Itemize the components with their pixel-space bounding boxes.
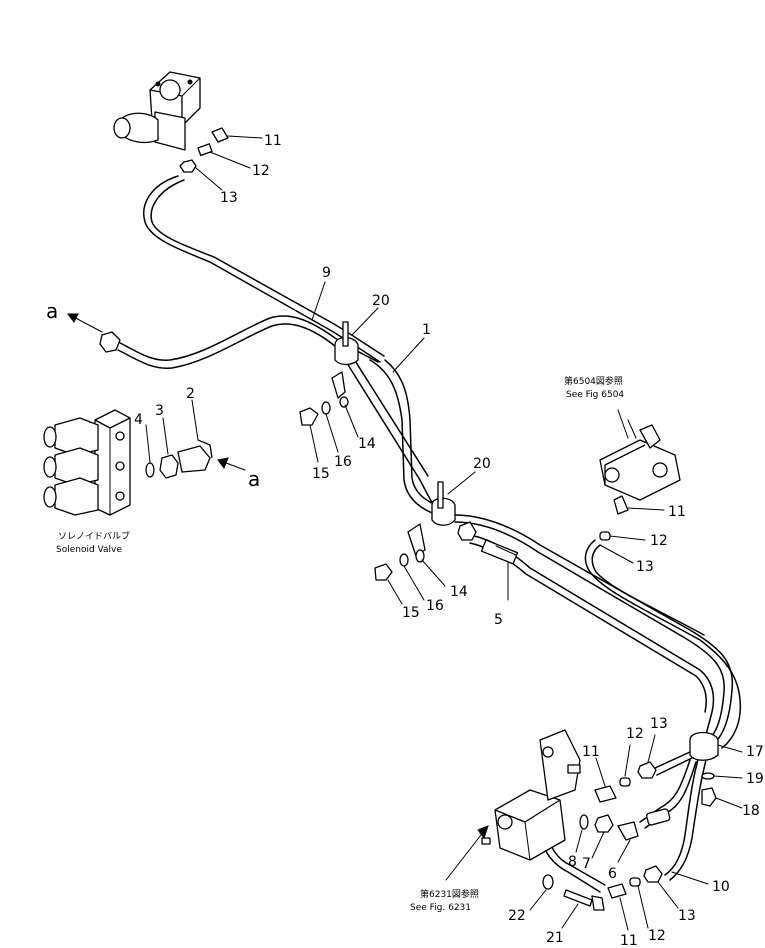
nut-lower-mid: [457, 521, 477, 541]
leader-pipe-9: [311, 281, 326, 321]
nut-13-right: [599, 544, 634, 564]
elbow-6: [617, 821, 639, 863]
callout-11-bottom: 11: [620, 933, 638, 948]
o-ring-4: [145, 424, 155, 478]
callout-13-right: 13: [636, 559, 654, 575]
callout-17: 17: [746, 744, 764, 760]
callout-13-top: 13: [220, 190, 238, 206]
leader-pipe-10: [671, 871, 709, 885]
callout-16-lower: 16: [426, 598, 444, 614]
callout-22: 22: [508, 908, 526, 924]
callout-14-lower: 14: [450, 584, 468, 600]
fitting-12-right: [599, 531, 646, 541]
clip-14-lower: [407, 523, 446, 587]
valve-fig-6504: [599, 419, 681, 501]
callout-9: 9: [322, 265, 331, 281]
bolt-18: [701, 787, 743, 809]
clamp-20-lower: [431, 471, 476, 526]
nut-7: [591, 814, 614, 859]
callout-12-bottom: 12: [648, 928, 666, 944]
washer-16-lower: [399, 553, 425, 601]
leader-fig-6504: [617, 409, 629, 439]
callout-12-lower: 12: [626, 726, 644, 742]
connection-mark-a-left: a: [46, 299, 58, 323]
solenoid-valve-en: Solenoid Valve: [56, 545, 122, 555]
callout-8: 8: [568, 854, 577, 870]
nut-13-bottom: [643, 865, 679, 909]
nut-13-lower: [637, 734, 657, 779]
connector-a-left: [67, 313, 121, 353]
callout-16-upper: 16: [334, 454, 352, 470]
washer-16-upper: [321, 401, 339, 453]
pump-fig-6231: [481, 729, 581, 861]
clamp-20-upper: [334, 307, 379, 366]
solenoid-valve: [43, 409, 131, 516]
o-ring-8: [575, 814, 589, 853]
callout-11-right: 11: [668, 504, 686, 520]
hose-end-lower: [646, 808, 671, 826]
fitting-12-top: [197, 143, 251, 169]
ref-fig-6231-en: See Fig. 6231: [410, 903, 471, 913]
callout-21: 21: [546, 930, 564, 946]
nut-3: [159, 417, 179, 479]
fitting-11-bottom: [607, 883, 629, 931]
ref-fig-6504-en: See Fig 6504: [566, 390, 624, 400]
leader-pipe-1: [392, 337, 425, 373]
callout-20-upper: 20: [372, 293, 390, 309]
callout-6: 6: [608, 866, 617, 882]
callout-2: 2: [186, 386, 195, 402]
callout-12-top: 12: [252, 163, 270, 179]
callout-4: 4: [134, 412, 143, 428]
pipe-5: [480, 539, 519, 565]
connection-mark-a-right: a: [248, 467, 260, 491]
callout-5: 5: [494, 612, 503, 628]
ref-fig-6231-jp: 第6231図参照: [420, 888, 479, 900]
fitting-11-lower: [594, 757, 617, 803]
solenoid-valve-jp: ソレノイドバルブ: [58, 530, 130, 542]
callout-11-top: 11: [264, 133, 282, 149]
callout-20-lower: 20: [473, 456, 491, 472]
washer-19: [701, 772, 743, 780]
callout-3: 3: [155, 403, 164, 419]
clip-14-upper: [331, 371, 359, 438]
top-valve: [113, 71, 201, 151]
bolt-21: [561, 889, 605, 929]
fitting-11-top: [211, 127, 263, 143]
callout-15-lower: 15: [402, 605, 420, 621]
callout-7: 7: [582, 856, 591, 872]
callout-13-bottom: 13: [678, 908, 696, 924]
bolt-15-lower: [374, 563, 403, 605]
callout-1: 1: [422, 322, 431, 338]
callout-13-lower: 13: [650, 716, 668, 732]
callout-15-upper: 15: [312, 466, 330, 482]
clamp-17: [689, 731, 743, 761]
callout-19: 19: [746, 771, 764, 787]
bolt-15-upper: [299, 407, 319, 463]
callout-11-lower: 11: [582, 744, 600, 760]
callout-12-right: 12: [650, 533, 668, 549]
ref-fig-6504-jp: 第6504図参照: [564, 375, 623, 387]
connector-a-right: [217, 457, 246, 471]
nut-13-top: [179, 159, 223, 191]
callout-14-upper: 14: [358, 436, 376, 452]
leader-fig-6231: [445, 825, 489, 881]
fitting-12-lower: [619, 744, 631, 787]
callout-18: 18: [742, 803, 760, 819]
callout-10: 10: [712, 879, 730, 895]
washer-22: [529, 874, 554, 911]
elbow-2: [177, 399, 213, 473]
pipe-right-loop: [584, 539, 742, 749]
fitting-11-right: [613, 495, 665, 515]
fitting-12-bottom: [629, 877, 649, 929]
